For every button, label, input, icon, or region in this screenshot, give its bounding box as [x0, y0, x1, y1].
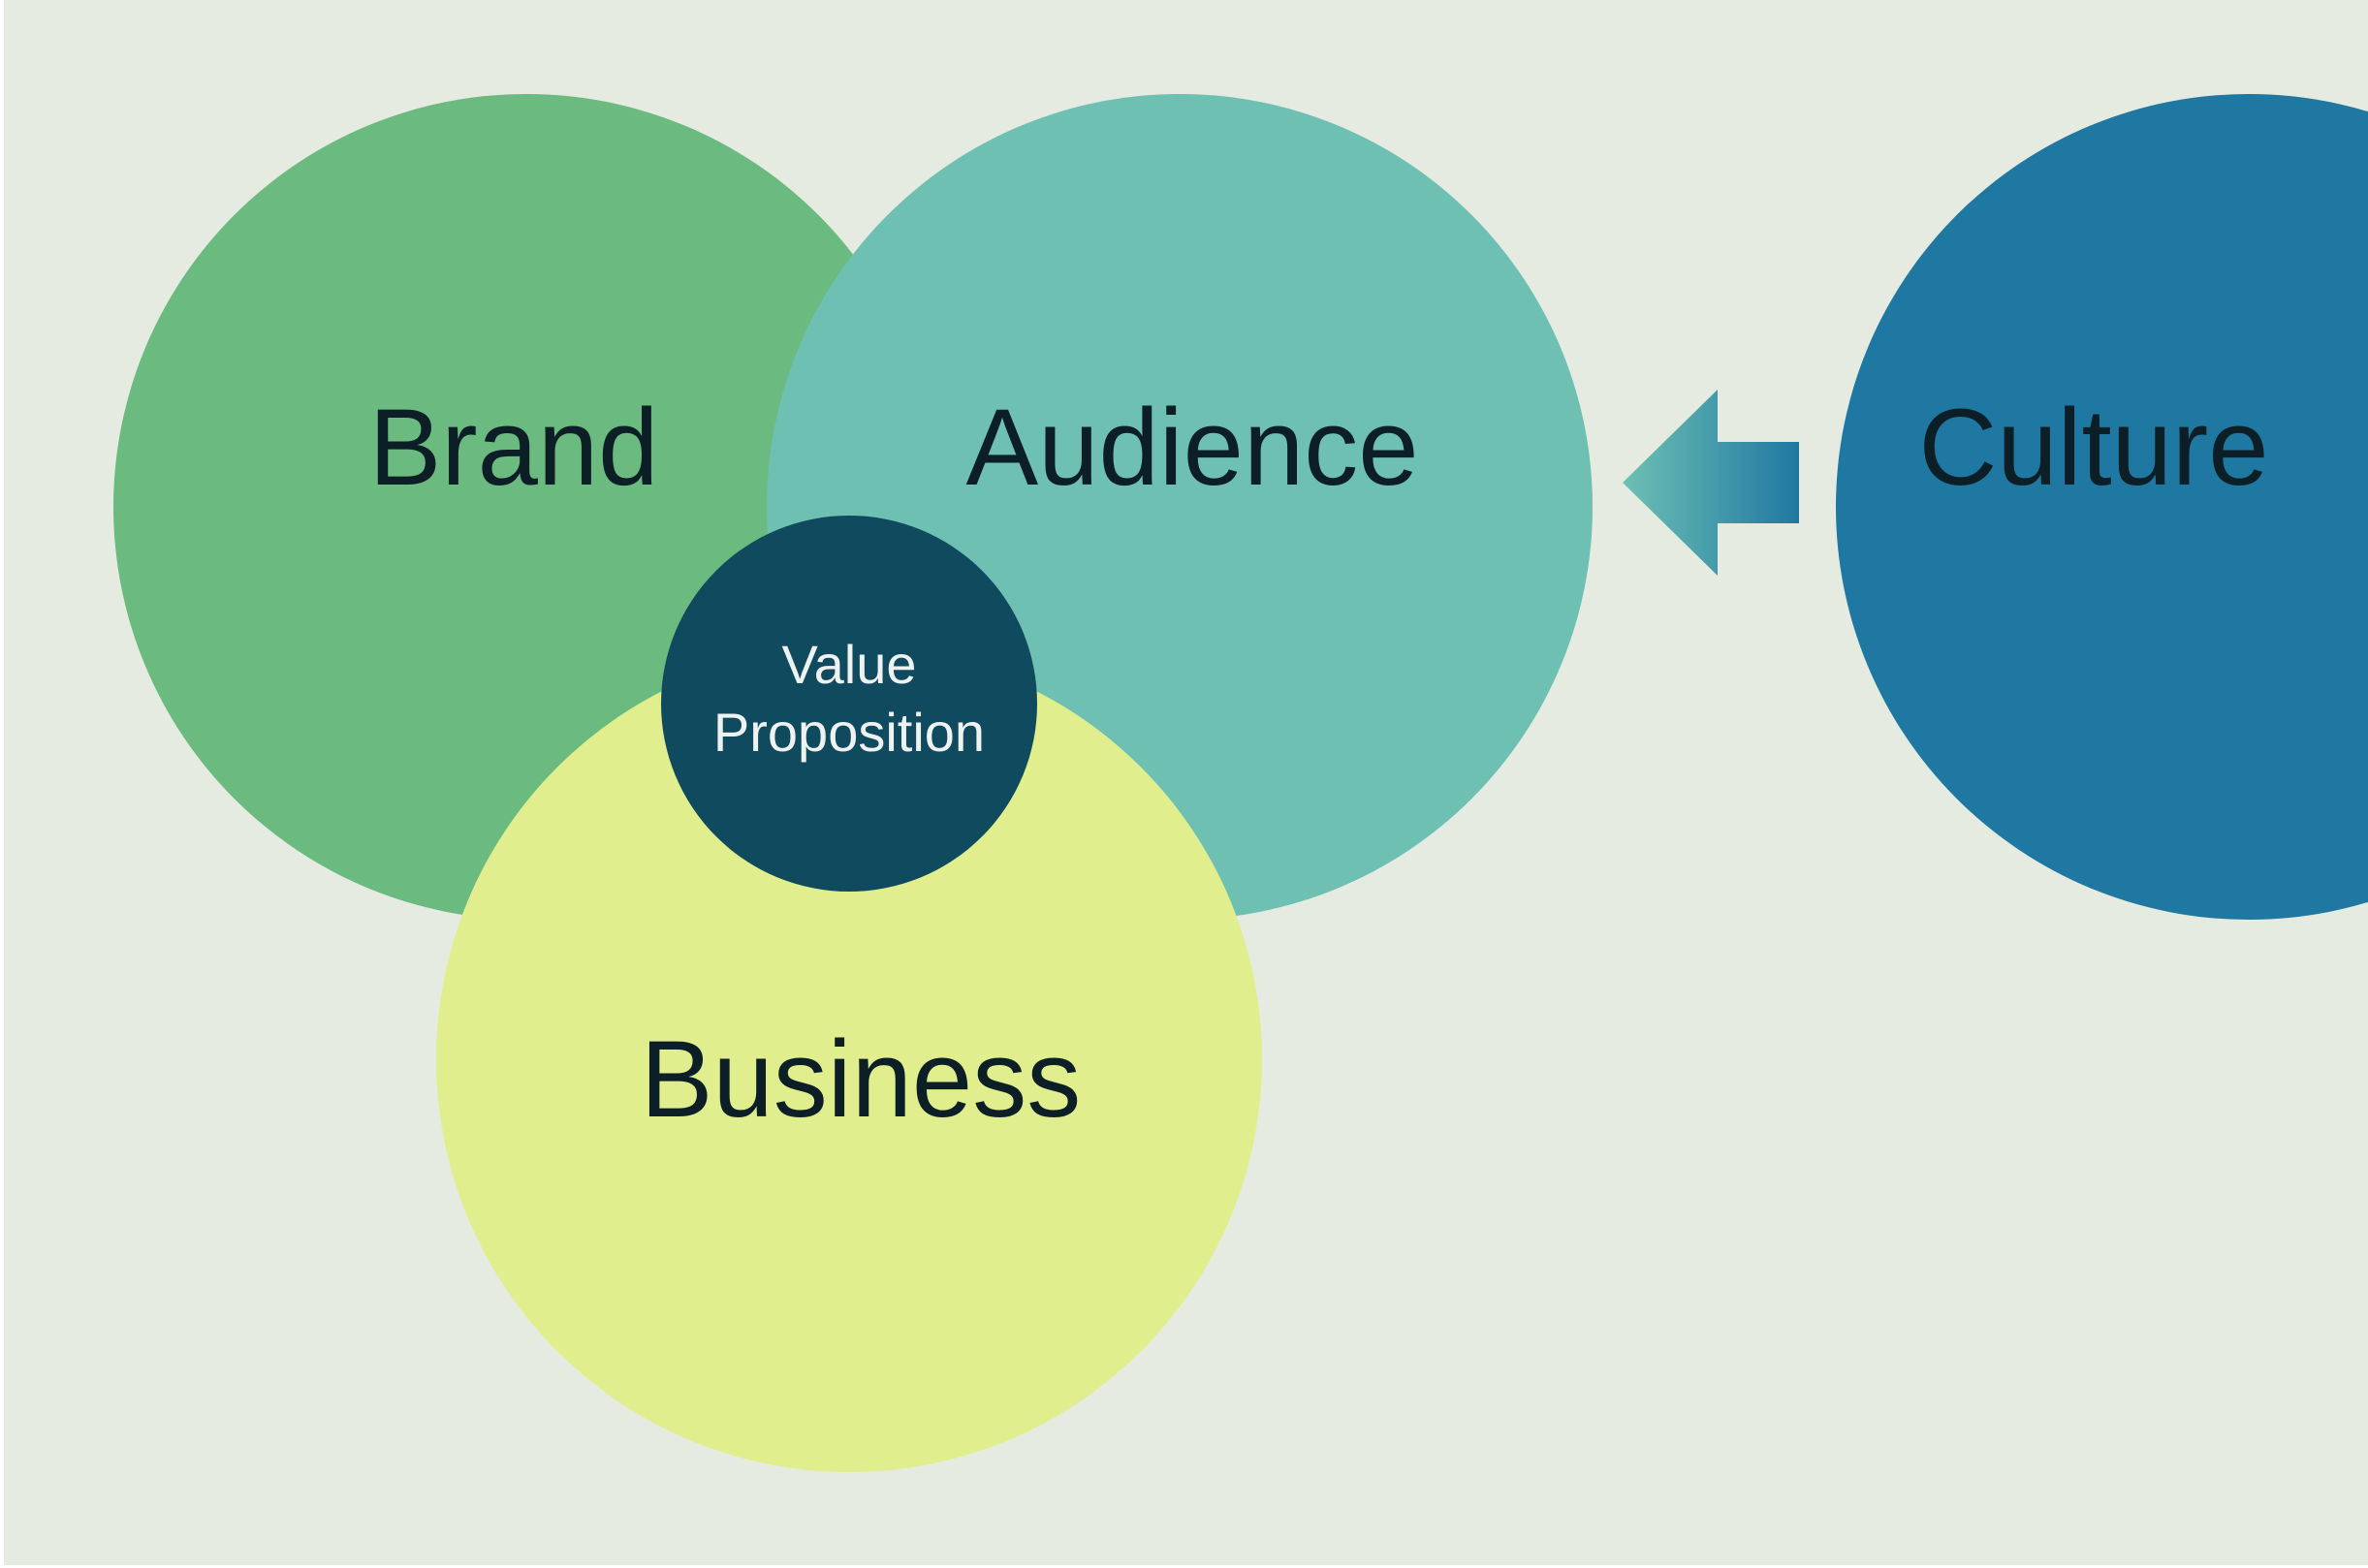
culture-circle — [1836, 94, 2368, 920]
business-label: Business — [641, 1019, 1081, 1140]
value-proposition-label-line2: Proposition — [713, 702, 985, 763]
value-proposition-circle — [661, 516, 1037, 892]
business-circle — [436, 646, 1262, 1472]
audience-label: Audience — [965, 387, 1418, 508]
arrow-left-icon — [1623, 390, 1799, 576]
value-proposition-label-line1: Value — [781, 634, 916, 695]
brand-label: Brand — [369, 387, 659, 508]
culture-label: Culture — [1918, 387, 2268, 508]
